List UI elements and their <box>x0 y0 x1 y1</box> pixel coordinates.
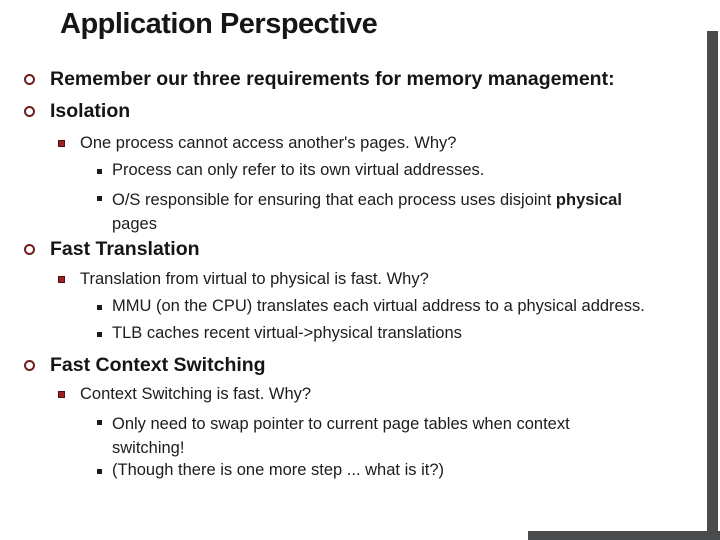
bullet-item-text-line1: O/S responsible for ensuring that each p… <box>112 188 710 212</box>
bullet-square-black-icon <box>97 420 102 425</box>
bullet-item-os-disjoint-physical: O/S responsible for ensuring that each p… <box>0 188 710 236</box>
bullet-item-text: Process can only refer to its own virtua… <box>112 161 485 179</box>
bullet-item-own-virtual-addresses: Process can only refer to its own virtua… <box>0 161 710 180</box>
bullet-circle-icon <box>24 106 35 117</box>
slide-shadow-bottom <box>528 531 720 540</box>
bullet-item-translation-fast: Translation from virtual to physical is … <box>0 270 710 289</box>
bullet-item-tlb: TLB caches recent virtual->physical tran… <box>0 324 710 343</box>
bullet-square-black-icon <box>97 469 102 474</box>
bullet-item-text: Fast Translation <box>50 238 200 260</box>
slide-title: Application Perspective <box>60 8 378 40</box>
bullet-square-red-icon <box>58 391 65 398</box>
bullet-item-text: Remember our three requirements for memo… <box>50 68 615 90</box>
bullet-item-text: Translation from virtual to physical is … <box>80 270 429 288</box>
bullet-item-context-switching-fast: Context Switching is fast. Why? <box>0 385 710 404</box>
bullet-item-text: One process cannot access another's page… <box>80 134 457 152</box>
bullet-item-text: TLB caches recent virtual->physical tran… <box>112 324 462 342</box>
bullet-item-text: Fast Context Switching <box>50 354 266 376</box>
bullet-square-black-icon <box>97 196 102 201</box>
bullet-item-fast-translation: Fast Translation <box>0 238 710 261</box>
bullet-item-text: Isolation <box>50 100 131 122</box>
bullet-square-black-icon <box>97 305 102 310</box>
bullet-item-text-line2: switching! <box>112 439 185 457</box>
bullet-item-one-more-step: (Though there is one more step ... what … <box>0 461 710 480</box>
bullet-item-mmu: MMU (on the CPU) translates each virtual… <box>0 297 710 316</box>
bullet-item-text: Context Switching is fast. Why? <box>80 385 312 403</box>
bullet-square-black-icon <box>97 332 102 337</box>
bullet-item-swap-pointer: Only need to swap pointer to current pag… <box>0 412 710 460</box>
bullet-item-text: (Though there is one more step ... what … <box>112 461 444 479</box>
slide-shadow-right <box>707 31 718 540</box>
bullet-item-text-bold: physical <box>555 191 622 209</box>
bullet-item-text-line1: Only need to swap pointer to current pag… <box>112 415 570 433</box>
bullet-item-text-pre: O/S responsible for ensuring that each p… <box>112 191 556 209</box>
bullet-item-one-process: One process cannot access another's page… <box>0 134 710 153</box>
bullet-item-isolation: Isolation <box>0 100 710 123</box>
bullet-square-red-icon <box>58 276 65 283</box>
bullet-item-fast-context-switching: Fast Context Switching <box>0 354 710 377</box>
bullet-square-black-icon <box>97 169 102 174</box>
bullet-square-red-icon <box>58 140 65 147</box>
bullet-item-text-line2: pages <box>112 215 157 233</box>
bullet-item-text: MMU (on the CPU) translates each virtual… <box>112 297 645 315</box>
bullet-circle-icon <box>24 74 35 85</box>
bullet-item-requirements: Remember our three requirements for memo… <box>0 68 710 91</box>
bullet-circle-icon <box>24 244 35 255</box>
bullet-circle-icon <box>24 360 35 371</box>
